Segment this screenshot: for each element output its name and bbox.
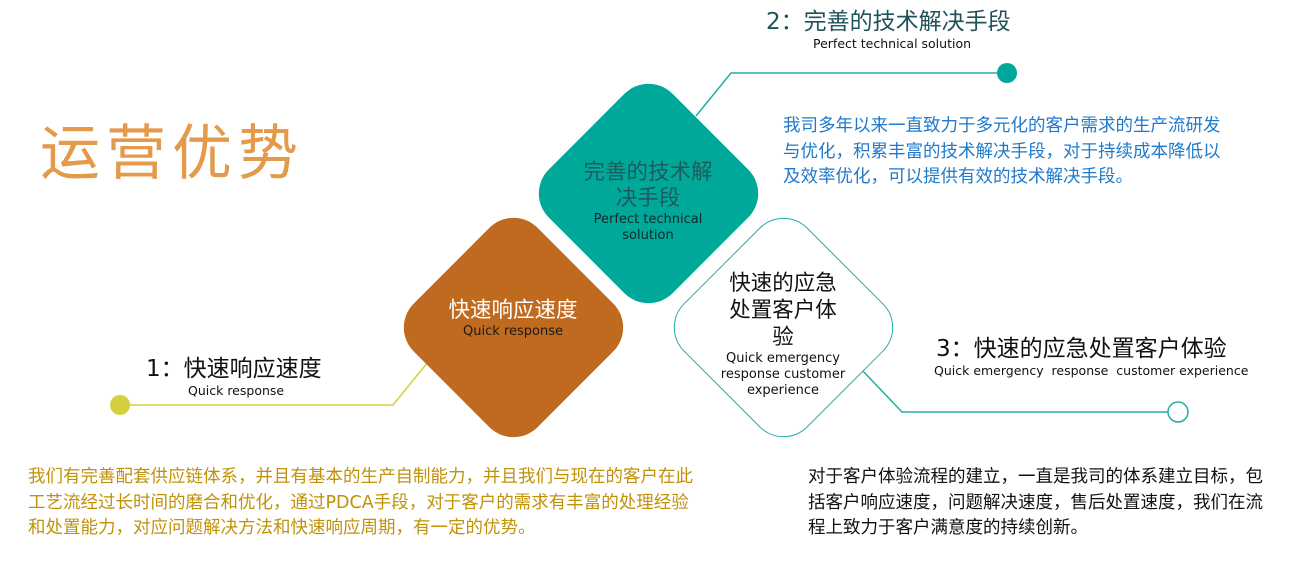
label-2-number: 2： (766, 9, 804, 35)
label-quick-response: 1：快速响应速度 Quick response (146, 355, 322, 399)
label-1-title-cn: 快速响应速度 (183, 356, 322, 382)
diamond-emergency-text: 快速的应急处置客户体验 Quick emergency response cus… (713, 270, 853, 399)
diamond-technical-text: 完善的技术解决手段 Perfect technical solution (578, 160, 718, 244)
label-3-title-en: Quick emergency response customer experi… (934, 363, 1249, 378)
connector-line-3 (860, 368, 1168, 413)
diamond-quick-response-title-en: Quick response (463, 324, 563, 339)
dot-1-icon (110, 395, 130, 415)
diamond-quick-response-text: 快速响应速度 Quick response (443, 298, 583, 340)
label-2-title-cn: 完善的技术解决手段 (803, 9, 1011, 35)
label-3-title-cn: 快速的应急处置客户体验 (973, 336, 1227, 362)
page-title: 运营优势 (40, 119, 304, 189)
connector-line-2 (695, 72, 1007, 117)
description-technical: 我司多年以来一直致力于多元化的客户需求的生产流研发与优化，积累丰富的技术解决手段… (783, 116, 1221, 187)
diamond-technical-title-en: Perfect technical solution (593, 212, 703, 243)
diamond-emergency-title-cn: 快速的应急处置客户体验 (729, 271, 837, 350)
dot-3-icon (1167, 401, 1189, 423)
label-technical-solution: 2：完善的技术解决手段 Perfect technical solution (766, 8, 1011, 52)
label-1-title-en: Quick response (188, 383, 285, 398)
dot-2-icon (997, 63, 1017, 83)
label-2-title-en: Perfect technical solution (813, 36, 972, 51)
description-quick-response: 我们有完善配套供应链体系，并且有基本的生产自制能力，并且我们与现在的客户在此工艺… (28, 467, 693, 538)
label-3-number: 3： (936, 336, 974, 362)
description-customer-experience: 对于客户体验流程的建立，一直是我司的体系建立目标，包括客户响应速度，问题解决速度… (808, 467, 1263, 538)
diamond-quick-response-title-cn: 快速响应速度 (448, 298, 578, 323)
connector-line-1 (120, 361, 429, 406)
label-1-number: 1： (146, 356, 184, 382)
diamond-emergency-title-en: Quick emergency response customer experi… (720, 351, 846, 398)
diamond-technical-title-cn: 完善的技术解决手段 (583, 160, 713, 211)
label-emergency-response: 3：快速的应急处置客户体验 Quick emergency response c… (934, 335, 1248, 379)
